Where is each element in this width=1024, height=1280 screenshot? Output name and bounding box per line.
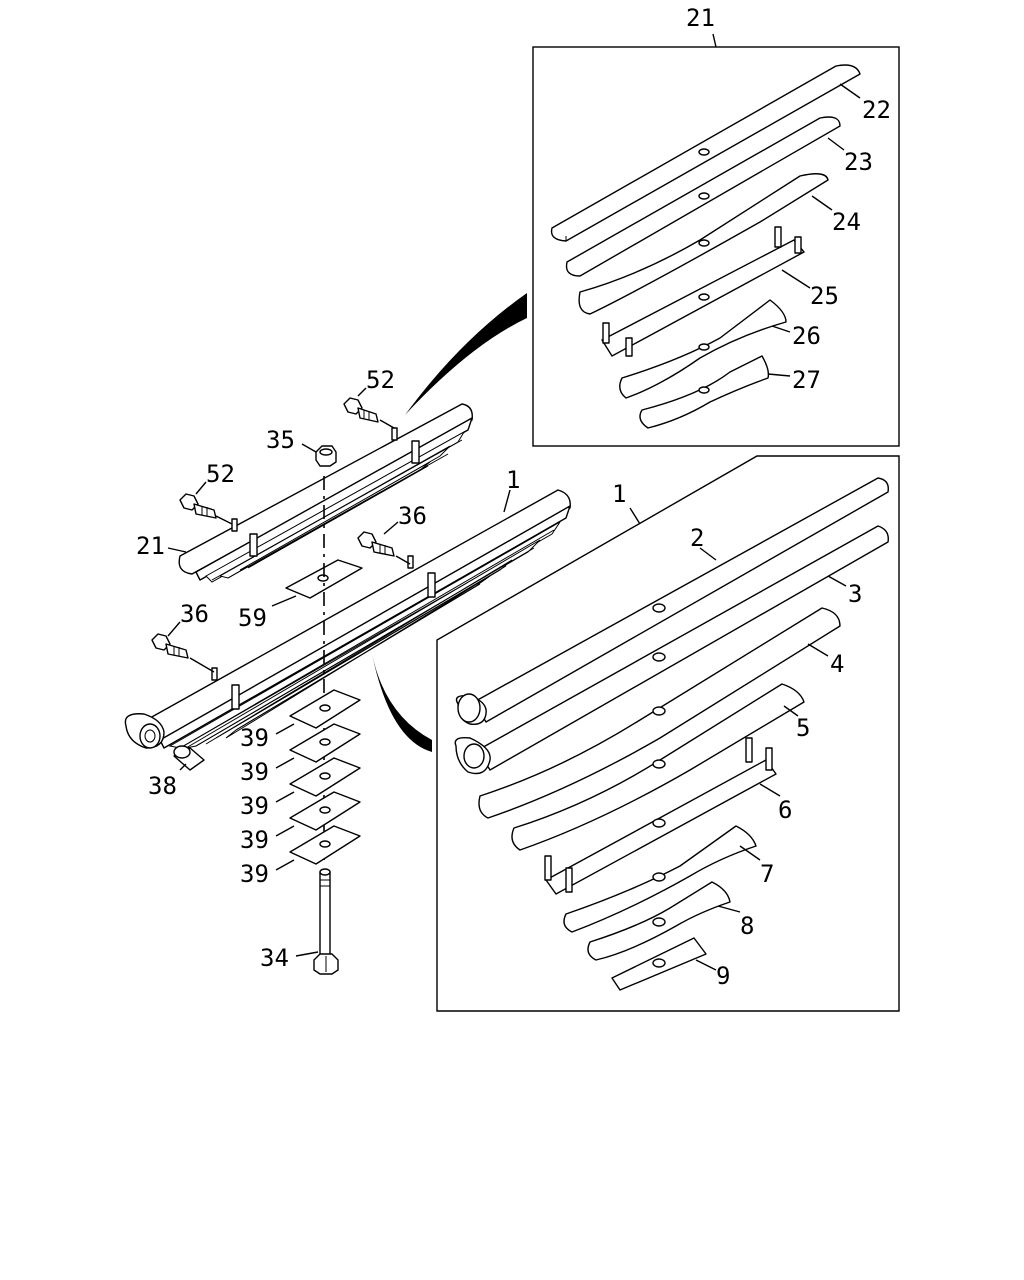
spacer-39-5: 39 [240, 825, 361, 888]
label-24: 24 [832, 208, 861, 236]
label-6: 6 [778, 796, 792, 824]
spacer-stack-39: 39 39 39 39 39 [240, 689, 361, 888]
main-spring-pack-1: 1 [124, 466, 571, 749]
leaf-22: 22 [550, 64, 891, 242]
label-59: 59 [238, 604, 267, 632]
bolt-52-upper: 52 [343, 366, 395, 429]
leaf-4: 4 [478, 607, 844, 819]
label-2: 2 [690, 524, 704, 552]
leaf-26: 26 [619, 299, 821, 399]
bolt-36-upper: 36 [357, 502, 427, 565]
label-27: 27 [792, 366, 821, 394]
spacer-39-4: 39 [240, 791, 361, 854]
label-21-left: 21 [136, 532, 165, 560]
label-5: 5 [796, 714, 810, 742]
leader-21-inset [712, 33, 717, 48]
helper-spring-pack-21: 21 [136, 403, 473, 583]
inset-upper-leaf-kit: 21 22 23 24 [532, 4, 900, 447]
leaf-7: 7 [563, 825, 774, 933]
callout-wedge-upper [405, 293, 527, 415]
label-26: 26 [792, 322, 821, 350]
label-35: 35 [266, 426, 295, 454]
label-3: 3 [848, 580, 862, 608]
label-22: 22 [862, 96, 891, 124]
label-1-left: 1 [506, 466, 520, 494]
leaf-27: 27 [639, 355, 821, 429]
nut-35: 35 [266, 426, 337, 467]
label-52-lower: 52 [206, 460, 235, 488]
label-39-1: 39 [240, 724, 269, 752]
leaf-3-with-wrap-eye: 3 [454, 525, 889, 775]
bushing-38: 38 [148, 745, 205, 800]
leader-1-inset [629, 507, 641, 525]
label-36-lower: 36 [180, 600, 209, 628]
leaf-2-with-eye: 2 [455, 477, 889, 725]
leaf-9: 9 [611, 937, 730, 991]
plate-59: 59 [238, 559, 363, 632]
label-1-inset: 1 [612, 480, 626, 508]
label-39-5: 39 [240, 860, 269, 888]
label-7: 7 [760, 860, 774, 888]
label-25: 25 [810, 282, 839, 310]
label-39-2: 39 [240, 758, 269, 786]
bolt-36-lower: 36 [151, 600, 215, 673]
label-21-inset: 21 [686, 4, 715, 32]
leaf-6-with-clips: 6 [544, 737, 792, 895]
leaf-5: 5 [511, 683, 810, 851]
spacer-39-3: 39 [240, 757, 361, 820]
label-34: 34 [260, 944, 289, 972]
leaf-25-with-clips: 25 [601, 226, 839, 357]
inset-main-leaf-kit: 1 2 3 4 [436, 455, 900, 1012]
label-39-3: 39 [240, 792, 269, 820]
leaf-8: 8 [587, 881, 754, 961]
label-38: 38 [148, 772, 177, 800]
label-52-upper: 52 [366, 366, 395, 394]
bolt-52-lower: 52 [179, 460, 235, 525]
label-4: 4 [830, 650, 844, 678]
leaf-23: 23 [565, 116, 873, 277]
label-36-upper: 36 [398, 502, 427, 530]
center-bolt-34: 34 [260, 868, 339, 975]
leaf-24: 24 [578, 173, 861, 315]
label-23: 23 [844, 148, 873, 176]
inset-main-frame [436, 455, 900, 1012]
spacer-39-1: 39 [240, 689, 361, 752]
spacer-39-2: 39 [240, 723, 361, 786]
callout-wedge-lower [372, 654, 432, 752]
label-9: 9 [716, 962, 730, 990]
label-8: 8 [740, 912, 754, 940]
label-39-4: 39 [240, 826, 269, 854]
